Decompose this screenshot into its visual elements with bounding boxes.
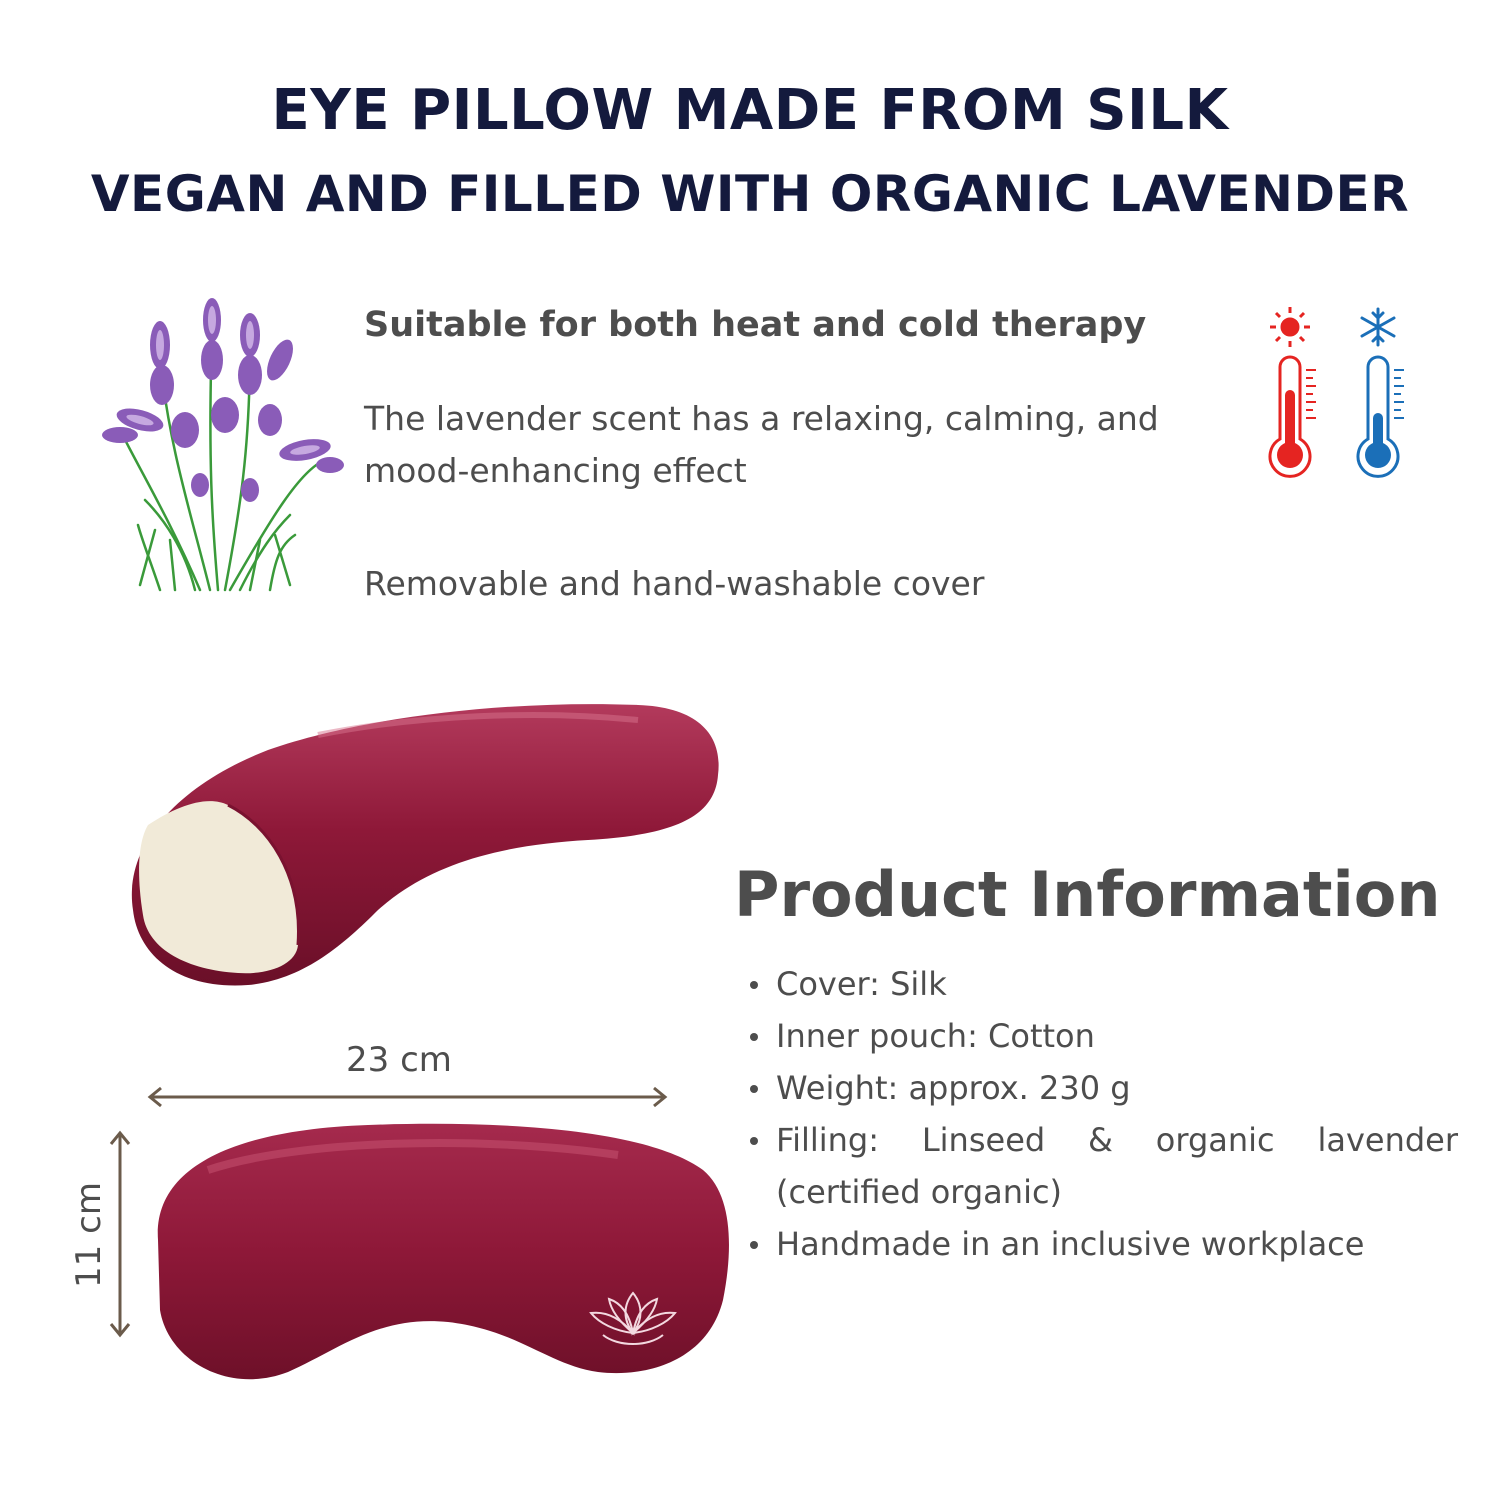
list-item: Handmade in an inclusive workplace [748,1218,1458,1270]
height-arrow [109,1130,131,1338]
cover-description: Removable and hand-washable cover [364,564,985,603]
height-label: 11 cm [68,1182,109,1288]
list-item: Weight: approx. 230 g [748,1062,1458,1114]
width-arrow [147,1086,668,1108]
pillow-angled-image [131,704,719,986]
scent-description: The lavender scent has a relaxing, calmi… [364,399,1159,490]
lotus-icon [589,1291,677,1345]
snowflake-icon [1360,307,1396,347]
width-label: 23 cm [346,1040,452,1080]
sun-icon [1270,307,1310,347]
list-item: Inner pouch: Cotton [748,1010,1458,1062]
feature-heading: Suitable for both heat and cold therapy [364,305,1147,345]
thermometer-hot-icon [1268,307,1316,478]
list-item: Cover: Silk [748,958,1458,1010]
pillow-front-image [157,1123,729,1380]
product-info-heading: Product Information [734,858,1441,931]
list-item: Filling: Linseed & organic lavender (cer… [748,1114,1458,1218]
title-line-1: EYE PILLOW MADE FROM SILK [271,78,1229,143]
title-line-2: VEGAN AND FILLED WITH ORGANIC LAVENDER [90,165,1410,223]
product-info-list: Cover: Silk Inner pouch: Cotton Weight: … [748,958,1458,1270]
lavender-icon [102,298,344,592]
thermometer-cold-icon [1356,307,1404,478]
